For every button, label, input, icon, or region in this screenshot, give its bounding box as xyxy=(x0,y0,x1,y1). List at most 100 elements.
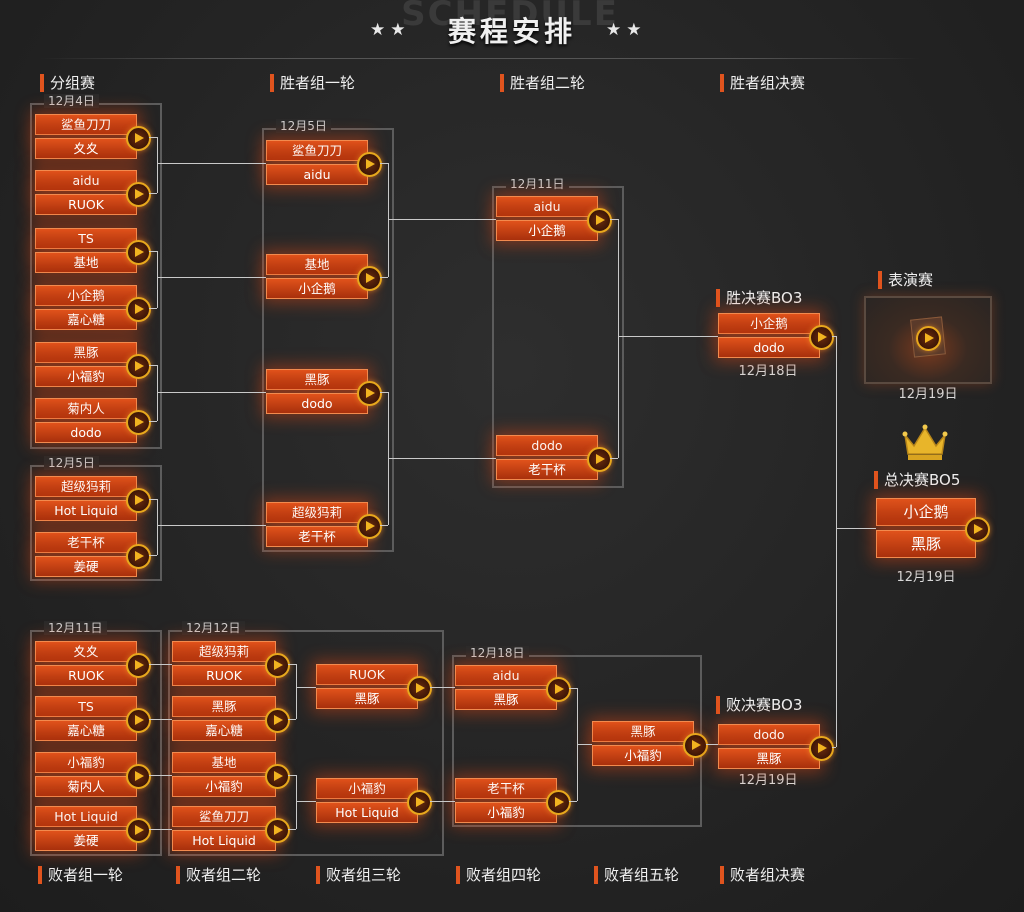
play-button-icon[interactable] xyxy=(126,239,151,265)
exhibition-date: 12月19日 xyxy=(898,387,958,402)
team-slot: 姜硬 xyxy=(35,556,137,577)
bracket-line xyxy=(149,828,172,830)
play-button-icon[interactable] xyxy=(809,324,834,350)
bracket-line xyxy=(832,335,836,337)
team-slot: 小福豹 xyxy=(592,745,694,766)
team-slot: 老干杯 xyxy=(455,778,557,799)
title-watermark: SCHEDULE xyxy=(401,0,619,34)
header-losers-final: 败决赛BO3 xyxy=(716,695,802,715)
team-slot: aidu xyxy=(455,665,557,686)
header-winners-final-round: 胜者组决赛 xyxy=(720,73,805,93)
bracket-line xyxy=(380,276,388,278)
team-slot: 小福豹 xyxy=(455,802,557,823)
play-button-icon[interactable] xyxy=(357,265,382,291)
play-button-icon[interactable] xyxy=(265,763,290,789)
play-button-icon[interactable] xyxy=(407,789,432,815)
group-date: 12月5日 xyxy=(276,119,331,133)
team-slot: 小福豹 xyxy=(35,366,137,387)
losers-round23-frame: 12月12日 xyxy=(168,621,444,856)
losers-round1-frame: 12月11日 xyxy=(30,621,162,856)
team-slot: aidu xyxy=(496,196,598,217)
bracket-line xyxy=(296,774,297,829)
team-slot: 老干杯 xyxy=(496,459,598,480)
bracket-line xyxy=(380,524,388,526)
winners-final-date: 12月18日 xyxy=(738,364,798,379)
bracket-line xyxy=(157,162,266,164)
team-slot: 菊内人 xyxy=(35,398,137,419)
team-slot: TS xyxy=(35,228,137,249)
team-slot: 超级犸莉 xyxy=(172,641,276,662)
bracket-line xyxy=(157,498,158,555)
play-button-icon[interactable] xyxy=(126,181,151,207)
play-button-icon[interactable] xyxy=(126,652,151,678)
team-slot: 黑豚 xyxy=(592,721,694,742)
bracket-line xyxy=(149,554,157,556)
team-slot: 黑豚 xyxy=(35,342,137,363)
play-icon[interactable] xyxy=(916,326,941,351)
group-stage-frame-2: 12月5日 xyxy=(30,456,162,581)
team-slot: aidu xyxy=(266,164,368,185)
play-button-icon[interactable] xyxy=(587,446,612,472)
bracket-line xyxy=(610,218,618,220)
team-slot: 黑豚 xyxy=(316,688,418,709)
bracket-line xyxy=(380,162,388,164)
bracket-line xyxy=(832,746,836,748)
team-slot: 菊内人 xyxy=(35,776,137,797)
play-button-icon[interactable] xyxy=(587,207,612,233)
play-button-icon[interactable] xyxy=(265,652,290,678)
bracket-line xyxy=(149,136,157,138)
team-slot: 超级犸莉 xyxy=(35,476,137,497)
winners-round1-frame: 12月5日 xyxy=(262,119,394,552)
play-button-icon[interactable] xyxy=(546,789,571,815)
team-slot: 嘉心糖 xyxy=(35,720,137,741)
team-slot: 鲨鱼刀刀 xyxy=(172,806,276,827)
header-exhibition: 表演赛 xyxy=(878,270,933,290)
play-button-icon[interactable] xyxy=(546,676,571,702)
bracket-line xyxy=(296,663,297,719)
bracket-line xyxy=(149,364,157,366)
team-slot: dodo xyxy=(496,435,598,456)
group-date: 12月12日 xyxy=(182,621,245,635)
exhibition-video-thumbnail[interactable] xyxy=(864,296,992,384)
header-losers-round5: 败者组五轮 xyxy=(594,865,679,885)
play-button-icon[interactable] xyxy=(126,353,151,379)
play-button-icon[interactable] xyxy=(357,380,382,406)
page-title: 赛程安排 xyxy=(447,15,576,48)
team-slot: 黑豚 xyxy=(266,369,368,390)
grand-final-date: 12月19日 xyxy=(896,570,956,585)
play-button-icon[interactable] xyxy=(126,296,151,322)
bracket-line xyxy=(836,335,837,747)
play-button-icon[interactable] xyxy=(126,125,151,151)
title-bar: SCHEDULE ★★ 赛程安排 ★★ xyxy=(0,0,1024,60)
play-button-icon[interactable] xyxy=(683,732,708,758)
team-slot: RUOK xyxy=(172,665,276,686)
play-button-icon[interactable] xyxy=(126,763,151,789)
losers-final-date: 12月19日 xyxy=(738,773,798,788)
bracket-line xyxy=(149,498,157,500)
play-button-icon[interactable] xyxy=(407,675,432,701)
play-button-icon[interactable] xyxy=(126,409,151,435)
play-button-icon[interactable] xyxy=(126,543,151,569)
play-button-icon[interactable] xyxy=(965,517,990,542)
team-slot: 小企鹅 xyxy=(876,498,976,526)
team-slot: dodo xyxy=(718,337,820,358)
play-button-icon[interactable] xyxy=(357,151,382,177)
play-button-icon[interactable] xyxy=(357,513,382,539)
play-button-icon[interactable] xyxy=(265,707,290,733)
play-button-icon[interactable] xyxy=(126,817,151,843)
bracket-line xyxy=(388,218,496,220)
play-button-icon[interactable] xyxy=(809,735,834,761)
team-slot: Hot Liquid xyxy=(35,806,137,827)
play-button-icon[interactable] xyxy=(126,487,151,513)
play-button-icon[interactable] xyxy=(265,817,290,843)
bracket-line xyxy=(288,774,296,776)
crown-icon xyxy=(902,424,948,460)
left-stars-icon: ★★ xyxy=(370,20,411,40)
header-winners-round2: 胜者组二轮 xyxy=(500,73,585,93)
team-slot: 基地 xyxy=(172,752,276,773)
team-slot: Hot Liquid xyxy=(172,830,276,851)
play-button-icon[interactable] xyxy=(126,707,151,733)
bracket-line xyxy=(388,162,389,277)
bracket-line xyxy=(430,686,455,688)
team-slot: 小企鹅 xyxy=(496,220,598,241)
